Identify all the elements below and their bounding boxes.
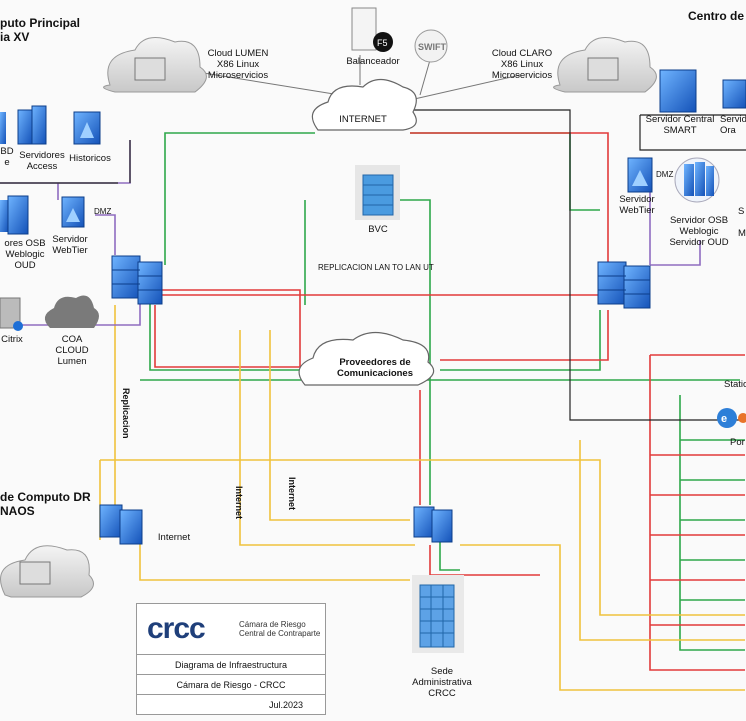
coa-label: COA CLOUD Lumen [55,334,89,367]
grey-link [184,69,341,96]
bvc-building-icon [355,165,400,220]
yellow-link [100,459,745,616]
bd-label-1: BD [0,146,14,157]
firewall-icon [413,506,453,543]
yellow-link [139,540,410,581]
green-link [410,132,600,211]
red-link [440,310,609,361]
red-link [154,305,300,368]
connections [0,55,746,691]
green-link [164,132,315,265]
red-link [649,355,745,671]
site-dr-line2: NAOS [0,504,35,518]
proveedores-label: Proveedores de Comunicaciones [336,357,414,379]
svg-text:F5: F5 [377,38,388,48]
cloud-claro-label: Cloud CLARO X86 Linux Microservicios [491,48,553,81]
portal-icon: e [717,408,746,428]
green-link [679,395,745,651]
svg-text:e: e [721,413,727,425]
cloud-icon [103,37,207,93]
bvc-label: BVC [368,224,388,235]
black-link [410,109,740,421]
dmz-right-label: DMZ [656,170,674,179]
sede-building-icon [412,575,464,653]
yellow-link [460,544,745,691]
webtier-icon [627,157,653,193]
site-dr-title: de Computo DR NAOS [0,490,91,518]
providers-cloud-icon [298,331,435,386]
yellow-link [269,330,410,521]
site-centro-title: Centro de [688,9,745,23]
dmz-left-label: DMZ [94,207,112,216]
legend-date: Jul.2023 [137,694,325,715]
servidores-access-label: Servidores Access [19,150,65,172]
firewall-icon [99,504,143,545]
site-principal-line2: ia XV [0,30,30,44]
historicos-icon [73,111,101,145]
server-icon [0,105,47,235]
replicacion-lan-label: REPLICACION LAN TO LAN UT [318,263,434,272]
green-link [440,310,601,371]
crcc-logo-subtitle: Cámara de Riesgo Central de Contraparte [239,620,321,638]
bd-label-2: e [4,157,10,168]
crcc-logo: crcc [147,612,206,645]
portal-label: Por [730,437,745,448]
bd-label: BD e [0,146,14,168]
webtier-right-label: Servidor WebTier [619,194,655,216]
purple-link [95,214,116,255]
webtier-left-label: Servidor WebTier [52,234,88,256]
historicos-label: Historicos [69,153,111,164]
station-label: Statio [724,379,746,390]
balanceador-label: Balanceador [346,56,400,67]
balanceador-icon: F5 [351,7,393,52]
grey-link [409,74,521,101]
firewall-icon [597,261,651,309]
legend-org: Cámara de Riesgo - CRCC [137,674,325,695]
green-link [390,199,431,505]
red-link [160,289,301,367]
sede-label: Sede Administrativa CRCC [412,666,472,699]
server-icon [674,157,720,203]
site-principal-line1: puto Principal [0,16,81,30]
purple-link [650,240,701,266]
yellow-link [579,440,745,641]
swift-icon: SWIFT [414,29,448,63]
internet-cloud-icon [311,78,417,131]
servidor-central-label: Servidor Central SMART [645,114,715,136]
green-link [149,300,300,371]
internet-dr-label: Internet [157,532,191,543]
osb-right-label: Servidor OSB Weblogic Servidor OUD [669,215,729,248]
internet-label: INTERNET [339,114,387,125]
black-link [639,115,746,151]
webtier-icon [61,196,85,228]
legend-date-text: Jul.2023 [268,700,303,710]
yellow-link [239,330,415,546]
red-link [410,132,609,265]
servidor-ora-label: Servid Ora [720,114,746,136]
s-right-label: S [738,206,745,217]
coa-cloud-icon [44,295,99,328]
site-principal-title: puto Principal ia XV [0,16,80,44]
m-right-label: M [738,228,746,239]
internet-vertical-label-1: Internet [234,486,244,520]
site-dr-line1: de Computo DR [0,490,91,504]
internet-vertical-label-2: Internet [287,477,297,511]
legend-title: Diagrama de Infraestructura [137,654,325,675]
citrix-label: Citrix [1,334,23,345]
server-icon [659,69,746,113]
legend-box: crcc Cámara de Riesgo Central de Contrap… [136,603,326,715]
grey-link [419,59,431,96]
cloud-icon [0,545,94,598]
cloud-lumen-label: Cloud LUMEN X86 Linux Microservicios [207,48,269,81]
svg-text:SWIFT: SWIFT [418,42,446,52]
firewall-icon [111,255,163,305]
osb-left-label: ores OSB Weblogic OUD [4,238,46,271]
citrix-icon [0,297,23,331]
replicacion-vertical-label: Replicacion [121,388,131,439]
cloud-icon [553,37,657,93]
